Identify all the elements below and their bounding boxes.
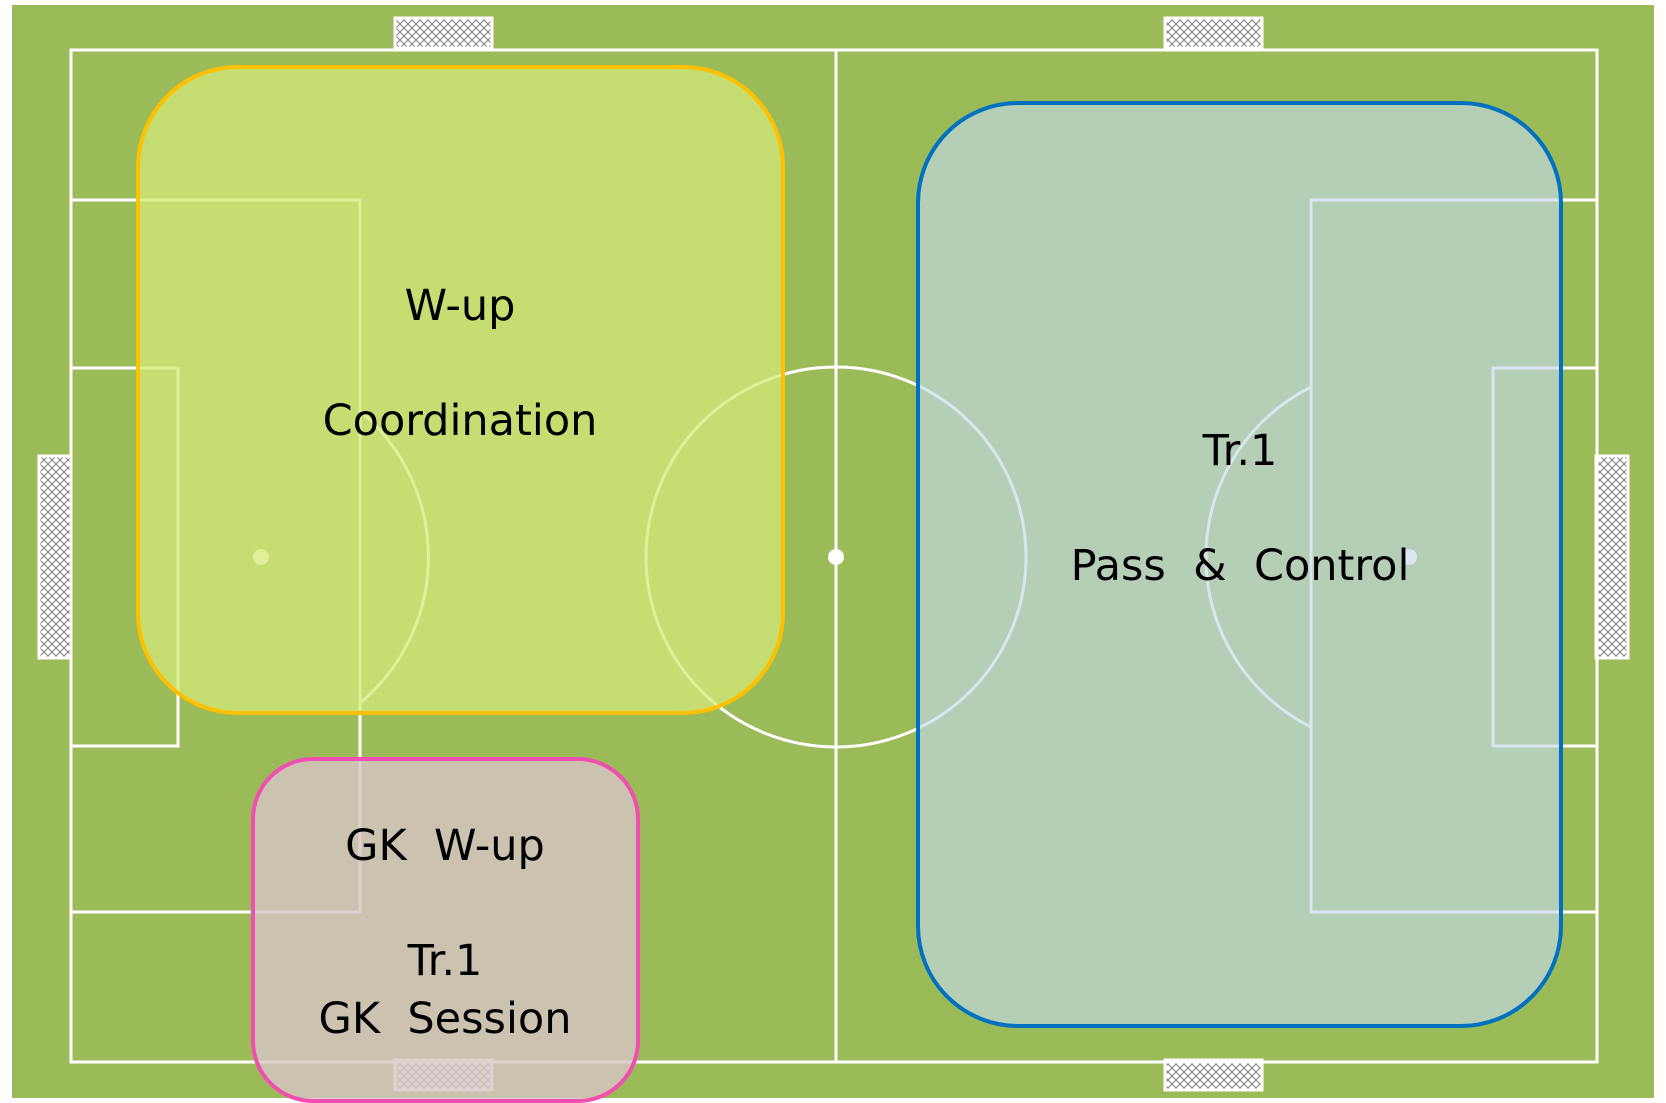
gk-title: GK W-up — [345, 821, 545, 871]
goal-bottom-right — [1163, 1058, 1264, 1092]
zone-gk[interactable] — [251, 757, 640, 1103]
goal-left — [37, 454, 73, 660]
training-1-subtitle: Pass & Control — [1070, 541, 1410, 591]
warmup-title: W-up — [404, 281, 516, 331]
zone-warmup[interactable] — [136, 65, 785, 715]
zone-training-1[interactable] — [916, 101, 1563, 1028]
goal-top-right — [1163, 16, 1264, 50]
goal-right — [1594, 454, 1630, 660]
center-spot — [828, 549, 844, 565]
gk-subtitle: Tr.1 — [407, 936, 483, 986]
warmup-subtitle: Coordination — [322, 396, 598, 446]
training-1-title: Tr.1 — [1202, 426, 1278, 476]
goal-top-left — [393, 16, 494, 50]
gk-session-label: GK Session — [318, 994, 572, 1044]
